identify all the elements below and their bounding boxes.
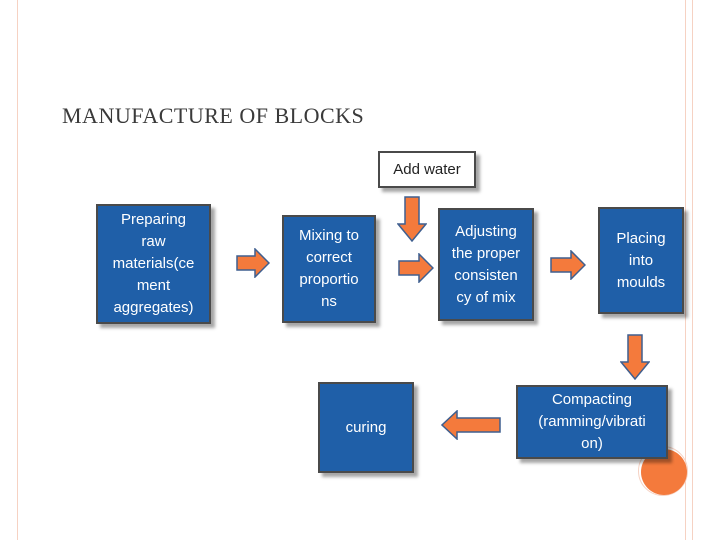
arrow-left-icon: [441, 410, 501, 440]
compacting-box: Compacting (ramming/vibrati on): [516, 385, 668, 459]
slide-title: MANUFACTURE OF BLOCKS: [62, 103, 365, 128]
curing-label: curing: [345, 418, 387, 436]
slide-frame-line: [692, 0, 693, 540]
arrow-right-icon: [398, 253, 434, 283]
preparing-box: Preparing raw materials(ce ment aggregat…: [96, 204, 211, 324]
adjusting-label: Adjusting the proper consisten cy of mix: [451, 222, 521, 306]
curing-box: curing: [318, 382, 414, 473]
add-water-label: Add water: [393, 160, 461, 178]
placing-label: Placing into moulds: [616, 229, 666, 291]
arrow-down-icon: [397, 196, 427, 242]
arrow-right-icon: [236, 248, 270, 278]
adjusting-box: Adjusting the proper consisten cy of mix: [438, 208, 534, 321]
arrow-right-icon: [550, 250, 586, 280]
add-water-box: Add water: [378, 151, 476, 188]
mixing-label: Mixing to correct proportio ns: [298, 227, 360, 310]
preparing-label: Preparing raw materials(ce ment aggregat…: [112, 211, 195, 316]
slide-frame-right: [685, 0, 720, 540]
mixing-box: Mixing to correct proportio ns: [282, 215, 376, 323]
placing-box: Placing into moulds: [598, 207, 684, 314]
slide-frame-left: [0, 0, 18, 540]
arrow-down-icon: [620, 334, 650, 380]
compacting-label: Compacting (ramming/vibrati on): [538, 391, 646, 452]
